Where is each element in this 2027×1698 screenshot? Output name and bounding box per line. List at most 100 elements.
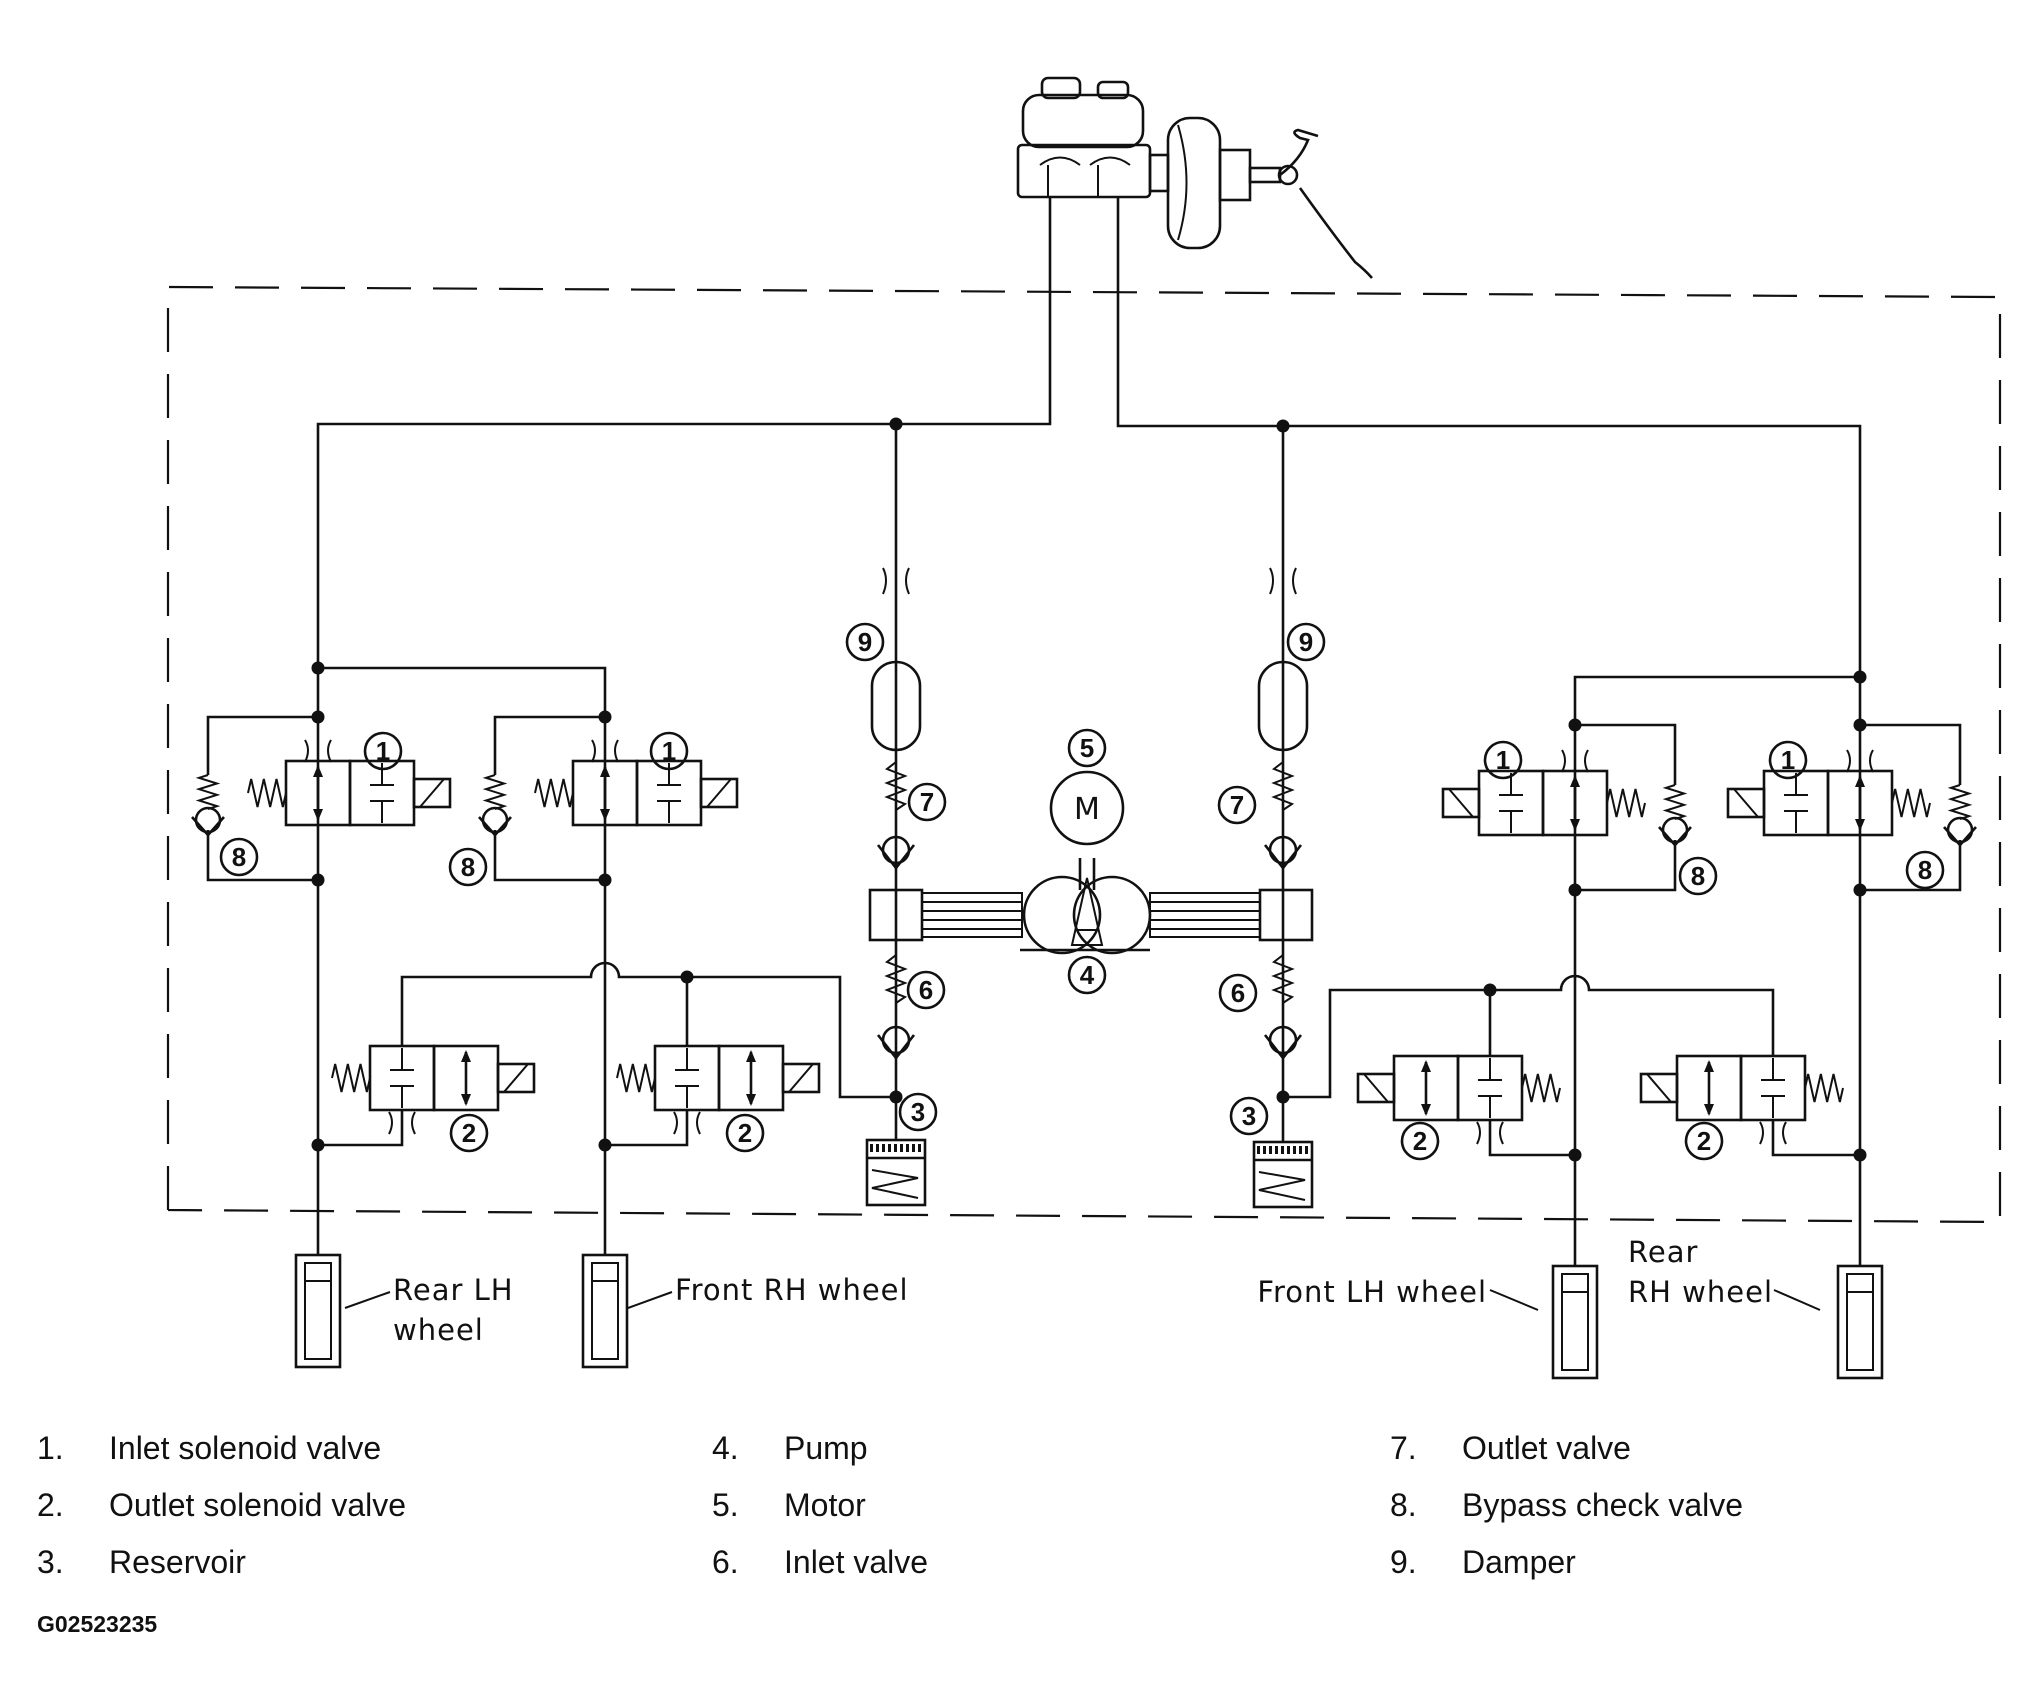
junction-dot: [1568, 883, 1582, 897]
outlet-solenoid-valve-front-lh: [1356, 1054, 1561, 1122]
callout-7: 7: [1217, 785, 1257, 825]
right-circuit-piping: [1283, 723, 1962, 1157]
callout-number: 1: [662, 736, 676, 766]
rear-rh-wheel-label-line1: Rear: [1628, 1235, 1698, 1269]
legend-number: 3.: [37, 1544, 64, 1580]
callout-number: 1: [376, 736, 390, 766]
legend-label: Outlet valve: [1462, 1430, 1631, 1466]
legend-label: Bypass check valve: [1462, 1487, 1744, 1523]
motor-label: M: [1074, 792, 1100, 827]
left-circuit-piping: [206, 715, 896, 1147]
callout-3: 3: [1229, 1096, 1269, 1136]
outlet-solenoid-valve-front-rh: [616, 1044, 821, 1112]
reservoir-right: [1252, 1110, 1314, 1209]
inlet-valve-right: [1263, 954, 1303, 1061]
front-rh-wheel-label: Front RH wheel: [675, 1273, 909, 1307]
callout-2: 2: [1684, 1121, 1724, 1161]
solenoid-valves: [247, 739, 1931, 1145]
callout-number: 7: [1230, 790, 1244, 820]
callout-6: 6: [906, 970, 946, 1010]
callout-number: 5: [1080, 733, 1094, 763]
legend-column-3: 7.Outlet valve 8. Bypass check valve 9. Da…: [1390, 1420, 1990, 1591]
junction-dot: [1568, 1148, 1582, 1162]
callout-6: 6: [1218, 973, 1258, 1013]
legend-number: 9.: [1390, 1544, 1417, 1580]
callout-number: 9: [858, 627, 872, 657]
junction-dot: [680, 970, 694, 984]
junction-dots: [311, 417, 1867, 1162]
wheel-cylinder-rear-lh: [294, 1253, 342, 1369]
supply-lines: [316, 197, 1862, 1266]
legend-item: 7.Outlet valve: [1390, 1420, 1990, 1477]
junction-dot: [1483, 983, 1497, 997]
junction-dot: [311, 873, 325, 887]
legend-item: 1.Inlet solenoid valve: [37, 1420, 637, 1477]
reservoir-left: [865, 1110, 927, 1207]
junction-dot: [1853, 670, 1867, 684]
callout-number: 2: [1697, 1126, 1711, 1156]
junction-dot: [311, 661, 325, 675]
bypass-check-valve-rear-rh: [1943, 784, 1977, 847]
junction-dot: [1568, 718, 1582, 732]
callout-5: 5: [1067, 728, 1107, 768]
junction-dot: [1853, 1148, 1867, 1162]
outlet-solenoid-valve-rear-lh: [331, 1044, 536, 1112]
callout-number: 3: [911, 1097, 925, 1127]
callout-8: 8: [1678, 856, 1718, 896]
bypass-check-valve-front-lh: [1658, 784, 1692, 847]
callout-number: 2: [738, 1118, 752, 1148]
callout-number: 1: [1496, 745, 1510, 775]
legend-column-2: 4.Pump 5.Motor 6.Inlet valve: [712, 1420, 1312, 1591]
legend-item: 5.Motor: [712, 1477, 1312, 1534]
legend-number: 4.: [712, 1430, 739, 1466]
abs-hydraulic-diagram: M Rear LH wheel Front RH wheel Front LH …: [166, 76, 2002, 1380]
legend-label: Damper: [1462, 1544, 1576, 1580]
legend-item: 4.Pump: [712, 1420, 1312, 1477]
callout-number: 3: [1242, 1101, 1256, 1131]
outlet-solenoid-valve-rear-rh: [1639, 1054, 1844, 1122]
legend-item: 9. Damper: [1390, 1534, 1990, 1591]
callout-number: 8: [232, 842, 246, 872]
junction-dot: [311, 1138, 325, 1152]
inlet-solenoid-valve-front-lh: [1441, 769, 1646, 837]
junction-dot: [1853, 883, 1867, 897]
pump-assembly: [868, 858, 1314, 955]
motor-symbol: M: [1049, 770, 1125, 846]
wheel-cylinder-front-lh: [1551, 1264, 1599, 1380]
callout-number: 4: [1080, 960, 1095, 990]
junction-dot: [889, 1090, 903, 1104]
callout-1: 1: [649, 731, 689, 771]
figure-code: G02523235: [37, 1611, 158, 1637]
junction-dot: [1276, 1090, 1290, 1104]
junction-dot: [1276, 419, 1290, 433]
legend-number: 1.: [37, 1430, 64, 1466]
callout-number: 8: [1918, 855, 1932, 885]
brake-pedal-icon: [1277, 128, 1373, 279]
callout-3: 3: [898, 1092, 938, 1132]
junction-dot: [598, 873, 612, 887]
wheel-cylinder-rear-rh: [1836, 1264, 1884, 1380]
callout-8: 8: [448, 847, 488, 887]
wheel-cylinders: [294, 1253, 1884, 1380]
rear-rh-wheel-label-line2: RH wheel: [1628, 1275, 1773, 1309]
bypass-check-valves: [191, 774, 1977, 847]
control-unit-boundary: [166, 285, 2002, 1224]
master-cylinder: [1016, 76, 1152, 199]
legend-column-1: 1.Inlet solenoid valve 2.Outlet solenoid…: [37, 1420, 637, 1591]
outlet-valve-left: [876, 761, 916, 871]
legend-number: 2.: [37, 1487, 64, 1523]
callout-number: 8: [461, 852, 475, 882]
brake-booster: [1148, 116, 1282, 250]
junction-dot: [598, 710, 612, 724]
callout-number: 2: [1413, 1126, 1427, 1156]
callout-2: 2: [1400, 1121, 1440, 1161]
callout-number: 7: [920, 787, 934, 817]
legend-item: 6.Inlet valve: [712, 1534, 1312, 1591]
damper-left: [870, 567, 922, 752]
junction-dot: [889, 417, 903, 431]
legend-number: 8.: [1390, 1487, 1417, 1523]
inlet-solenoid-valve-rear-rh: [1726, 769, 1931, 837]
legend-number: 6.: [712, 1544, 739, 1580]
callout-4: 4: [1067, 955, 1107, 995]
rear-lh-wheel-label-line1: Rear LH: [393, 1273, 514, 1307]
